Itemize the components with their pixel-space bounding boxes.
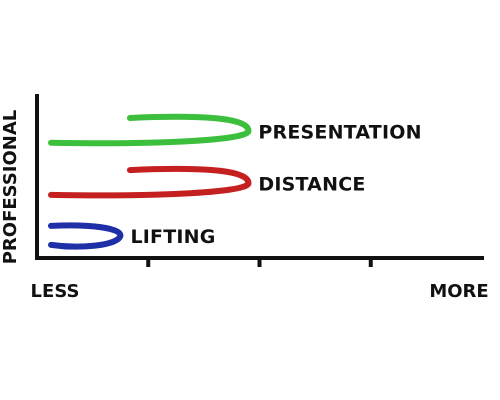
series-label-presentation: PRESENTATION — [258, 122, 421, 144]
y-axis-label: PROFESSIONAL — [0, 110, 21, 265]
series-layer — [48, 113, 252, 250]
x-axis-min-label: LESS — [31, 281, 80, 302]
series-line-lifting — [48, 222, 124, 250]
series-label-layer: PRESENTATION DISTANCE LIFTING — [130, 122, 421, 248]
series-label-distance: DISTANCE — [258, 174, 365, 196]
series-label-lifting: LIFTING — [130, 226, 215, 248]
series-line-presentation — [48, 113, 252, 147]
x-axis-max-label: MORE — [429, 281, 488, 302]
series-line-distance — [48, 165, 252, 199]
tick-layer — [146, 258, 373, 267]
